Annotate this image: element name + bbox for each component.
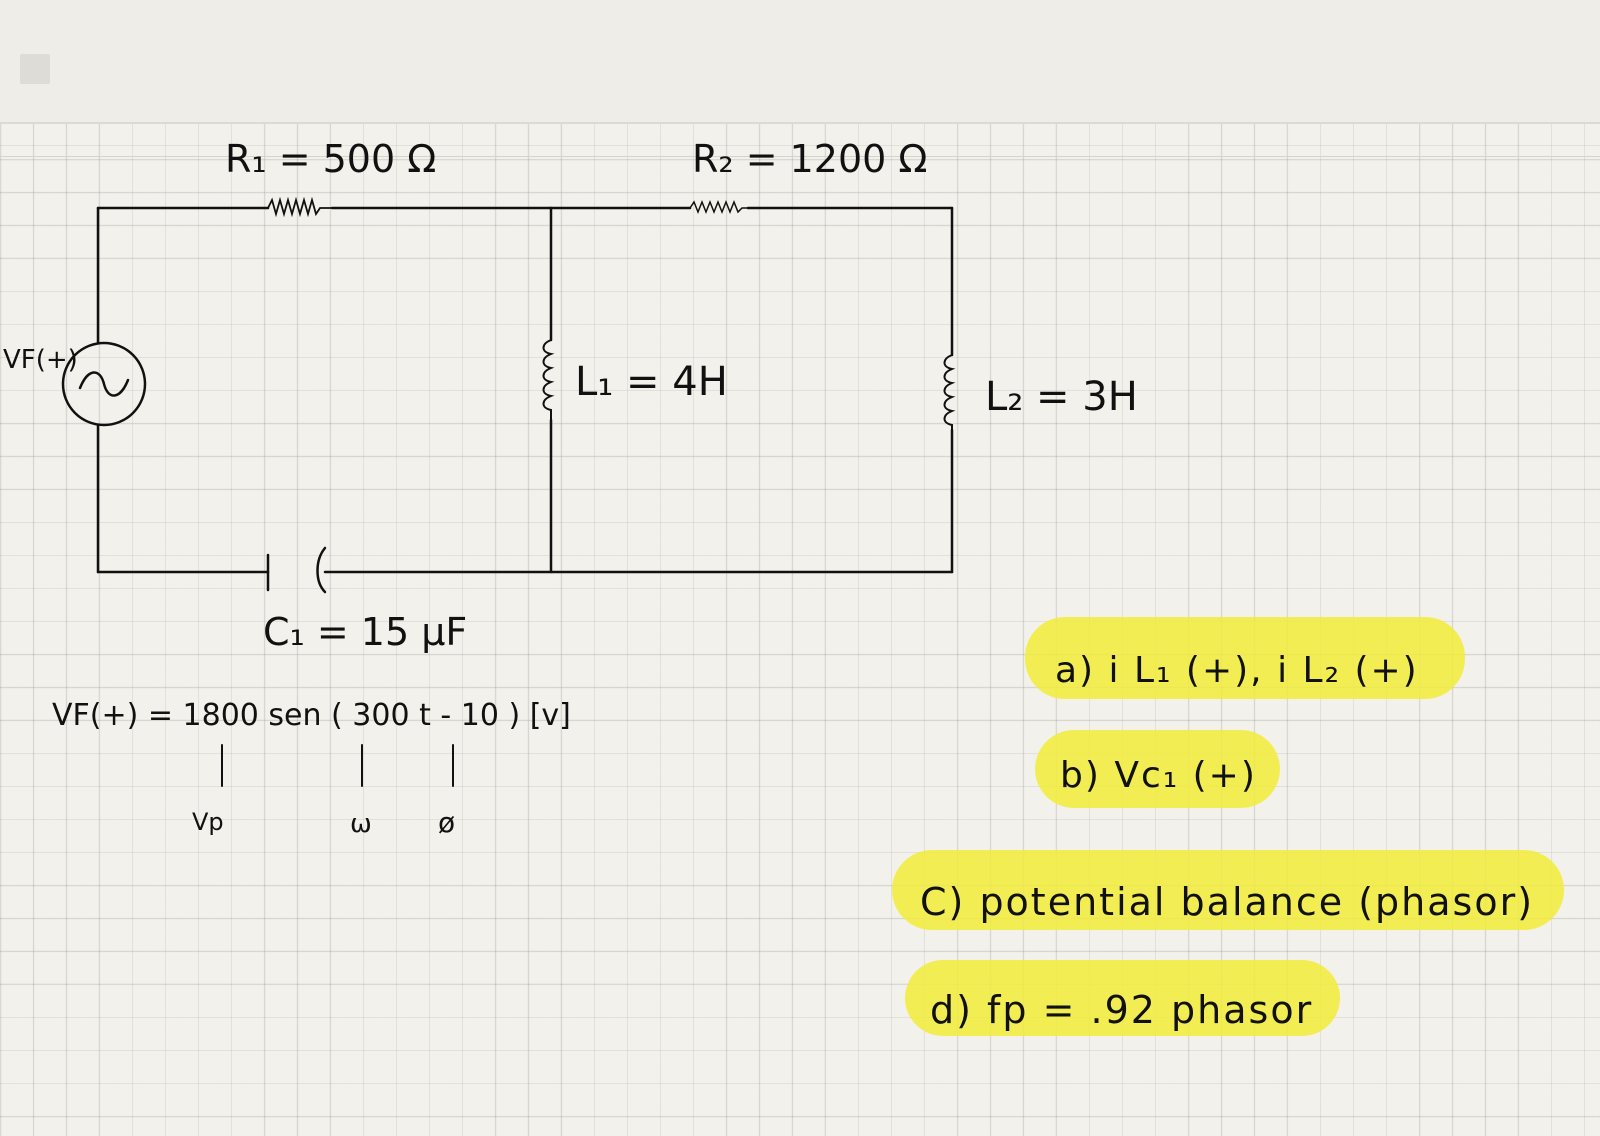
highlight-b (1035, 730, 1280, 808)
source-equation: VF(+) = 1800 sen ( 300 t - 10 ) [v] (52, 698, 571, 733)
resistor-r2-symbol (689, 199, 749, 215)
header-divider (0, 122, 1600, 124)
resistor-r1-symbol (267, 196, 333, 218)
label-source: VF(+) (3, 345, 78, 375)
annotation-phi: ø (438, 806, 455, 839)
highlight-c (892, 850, 1564, 930)
label-l2: L₂ = 3H (985, 374, 1138, 420)
question-b: b) Vc₁ (+) (1060, 755, 1257, 796)
annotation-vp: Vp (192, 808, 224, 836)
ac-source-wave (78, 371, 130, 397)
highlight-d (905, 960, 1340, 1036)
page-marker (20, 54, 50, 84)
question-d: d) fp = .92 phasor (930, 988, 1314, 1032)
label-r2: R₂ = 1200 Ω (692, 137, 927, 181)
question-a: a) i L₁ (+), i L₂ (+) (1055, 650, 1419, 691)
question-c: C) potential balance (phasor) (920, 880, 1535, 924)
capacitor-plate-2 (316, 546, 327, 594)
page-header-band (0, 0, 1600, 122)
ac-source-circle (61, 341, 147, 427)
label-l1: L₁ = 4H (575, 359, 728, 405)
header-divider-secondary (0, 156, 1600, 157)
label-c1: C₁ = 15 μF (263, 610, 467, 654)
annotation-omega: ω (350, 809, 372, 839)
inductor-l2-symbol (943, 354, 956, 431)
label-r1: R₁ = 500 Ω (225, 137, 436, 181)
inductor-l1-symbol (542, 339, 555, 421)
highlight-a (1025, 617, 1465, 699)
